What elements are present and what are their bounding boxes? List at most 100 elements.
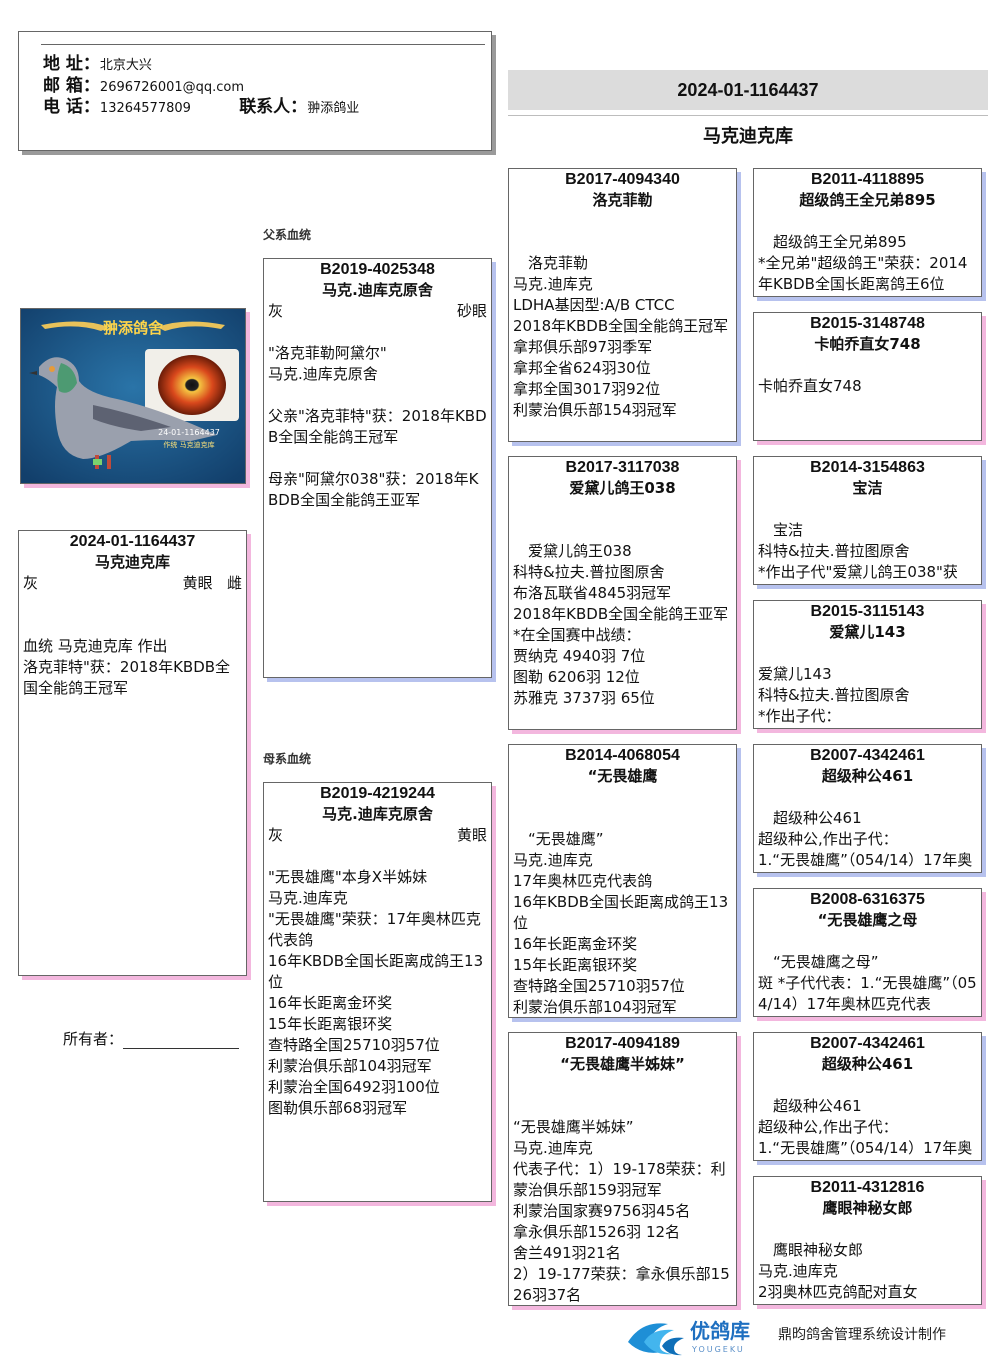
gen3-line: LDHA基因型:A/B CTCC [513,296,675,314]
gen4-lead: “无畏雄鹰之母” [773,953,879,971]
gen3-line: 利蒙治俱乐部104羽冠军 [513,998,677,1016]
subject-sex: 雌 [226,574,242,592]
gen4-ring: B2008-6316375 [810,891,925,908]
gen4-line: 斑 *子代代表：1.“无畏雄鹰”（054/14）17年奥林匹克代表 [758,974,977,1013]
gen4-ring: B2011-4118895 [811,171,924,188]
dam-line: 16年KBDB全国长距离成鸽王13位 [268,952,484,991]
gen3-card: B2017-3117038 爱黛儿鸽王038 爱黛儿鸽王038 科特&拉夫.普拉… [508,456,737,730]
brand-name-en: YOUGEKU [691,1345,745,1354]
gen3-name: 洛克菲勒 [592,191,653,209]
sire-line-label: 父系血统 [263,228,312,242]
subject-card: 2024-01-1164437 马克迪克库 灰 黄眼 雌 血统 马克迪克库 作出… [18,530,247,976]
sire-color: 灰 [268,302,284,320]
dam-line: 16年长距离金环奖 [268,994,393,1012]
gen4-card: B2008-6316375 “无畏雄鹰之母 “无畏雄鹰之母” 斑 *子代代表：1… [753,888,982,1017]
gen3-line: 苏雅克 3737羽 65位 [513,689,655,707]
gen3-line: 图勒 6206羽 12位 [513,668,640,686]
gen4-lead: 爱黛儿143 [758,665,832,683]
gen3-line: 拿邦全省624羽30位 [513,359,651,377]
address-value: 北京大兴 [99,58,152,73]
gen3-line: 拿邦俱乐部97羽季军 [513,338,653,356]
gen3-name: 爱黛儿鸽王038 [569,479,676,497]
pigeon-illustration: 翀添鸽舍 24-01-1164437 作统 马克迪克库 [21,309,245,483]
gen4-line: 科特&拉夫.普拉图原舍 [758,542,910,560]
gen3-line: 拿邦全国3017羽92位 [513,380,661,398]
gen4-line: 1.“无畏雄鹰”（054/14）17年奥 [758,1139,973,1157]
gen3-line: 2018年KBDB全国全能鸽王冠军 [513,317,729,335]
gen4-ring: B2007-4342461 [810,1035,925,1052]
gen3-line: *在全国赛中战绩： [513,626,641,644]
gen3-lead: 爱黛儿鸽王038 [528,542,632,560]
gen4-card: B2015-3115143 爱黛儿143 爱黛儿143 科特&拉夫.普拉图原舍 … [753,600,982,729]
gen4-line: 超级种公,作出子代： [758,1118,898,1136]
gen4-ring: B2007-4342461 [810,747,925,764]
photo-sub-caption: 作统 马克迪克库 [163,440,214,449]
dam-line: 查特路全国25710羽57位 [268,1036,440,1054]
gen3-line: 舍兰491羽21名 [513,1244,621,1262]
wave-logo-icon: 优鸽库 YOUGEKU [628,1319,750,1356]
header-rule [508,115,988,116]
photo-ring-caption: 24-01-1164437 [158,428,220,437]
gen4-lead: 宝洁 [773,521,804,539]
gen4-card: B2007-4342461 超级种公461 超级种公461 超级种公,作出子代：… [753,1032,982,1161]
gen3-line: 代表子代：1）19-178荣获：利蒙治俱乐部159羽冠军 [513,1160,726,1199]
gen4-name: 超级种公461 [821,1055,914,1073]
dam-traits: 灰 黄眼 [264,825,491,846]
credit-text: 鼎昀鸽舍管理系统设计制作 [778,1327,946,1343]
subject-color: 灰 [23,574,39,592]
contact-person-label: 联系人： [239,97,308,117]
dam-line: 利蒙治俱乐部104羽冠军 [268,1057,432,1075]
brand-name: 优鸽库 [690,1319,750,1343]
address-label: 地 址： [43,54,100,74]
header-ring: 2024-01-1164437 [508,70,988,110]
address-row: 地 址：北京大兴 [43,54,152,76]
sire-line: 父亲"洛克菲特"获：2018年KBDB全国全能鸽王冠军 [268,407,487,446]
gen3-line: 17年奥林匹克代表鸽 [513,872,653,890]
gen4-card: B2011-4118895 超级鸽王全兄弟895 超级鸽王全兄弟895 *全兄弟… [753,168,982,297]
header-name: 马克迪克库 [703,126,793,147]
gen3-line: 15年长距离银环奖 [513,956,638,974]
owner-blank[interactable] [123,1032,240,1049]
gen3-line: 马克.迪库克 [513,1139,593,1157]
gen4-card: B2015-3148748 卡帕乔直女748 卡帕乔直女748 [753,312,982,441]
email-row: 邮 箱：2696726001@qq.com [43,76,244,98]
gen3-card: B2017-4094340 洛克菲勒 洛克菲勒 马克.迪库克 LDHA基因型:A… [508,168,737,442]
dam-line: "无畏雄鹰"本身X半姊妹 [268,868,428,886]
subject-ring: 2024-01-1164437 [69,533,196,550]
gen3-card: B2017-4094189 “无畏雄鹰半姊妹” “无畏雄鹰半姊妹” 马克.迪库克… [508,1032,737,1306]
subject-eye: 黄眼 [182,574,213,592]
gen4-ring: B2015-3115143 [810,603,925,620]
sire-line: 母亲"阿黛尔038"获：2018年KBDB全国全能鸽王亚军 [268,470,479,509]
email-value: 2696726001@qq.com [99,80,245,95]
sire-line: "洛克菲勒阿黛尔" [268,344,387,362]
gen4-card: B2007-4342461 超级种公461 超级种公461 超级种公,作出子代：… [753,744,982,873]
gen3-line: 利蒙治俱乐部154羽冠军 [513,401,677,419]
email-label: 邮 箱： [43,76,100,96]
gen3-ring: B2017-3117038 [565,459,680,476]
subject-line: 洛克菲特"获：2018年KBDB全国全能鸽王冠军 [23,658,231,697]
phone-row: 电 话：13264577809 联系人：翀添鸽业 [43,97,359,119]
gen4-line: 科特&拉夫.普拉图原舍 [758,686,910,704]
gen3-lead: 洛克菲勒 [528,254,589,272]
gen4-lead: 卡帕乔直女748 [758,377,862,395]
gen3-line: 马克.迪库克 [513,851,593,869]
gen4-line: 1.“无畏雄鹰”（054/14）17年奥 [758,851,973,869]
gen4-card: B2011-4312816 鹰眼神秘女郎 鹰眼神秘女郎 马克.迪库克 2羽奥林匹… [753,1176,982,1305]
dam-card: B2019-4219244 马克.迪库克原舍 灰 黄眼 "无畏雄鹰"本身X半姊妹… [263,782,492,1202]
gen4-lead: 超级鸽王全兄弟895 [773,233,907,251]
dam-line: 图勒俱乐部68羽冠军 [268,1099,408,1117]
gen4-name: 超级鸽王全兄弟895 [799,191,936,209]
phone-label: 电 话： [43,97,100,117]
gen3-card: B2014-4068054 “无畏雄鹰 “无畏雄鹰” 马克.迪库克 17年奥林匹… [508,744,737,1018]
gen4-lead: 超级种公461 [773,809,862,827]
gen3-line: 查特路全国25710羽57位 [513,977,685,995]
contact-rule [41,44,485,45]
pigeon-photo: 翀添鸽舍 24-01-1164437 作统 马克迪克库 [20,308,246,484]
gen4-line: 马克.迪库克 [758,1262,838,1280]
dam-line-label: 母系血统 [263,752,312,766]
gen4-line: *作出子代"爱黛儿鸽王038"获 [758,563,958,581]
gen3-name: “无畏雄鹰 [587,767,658,785]
dam-line: 利蒙治全国6492羽100位 [268,1078,440,1096]
gen4-name: 超级种公461 [821,767,914,785]
owner-label: 所有者： [63,1030,124,1048]
